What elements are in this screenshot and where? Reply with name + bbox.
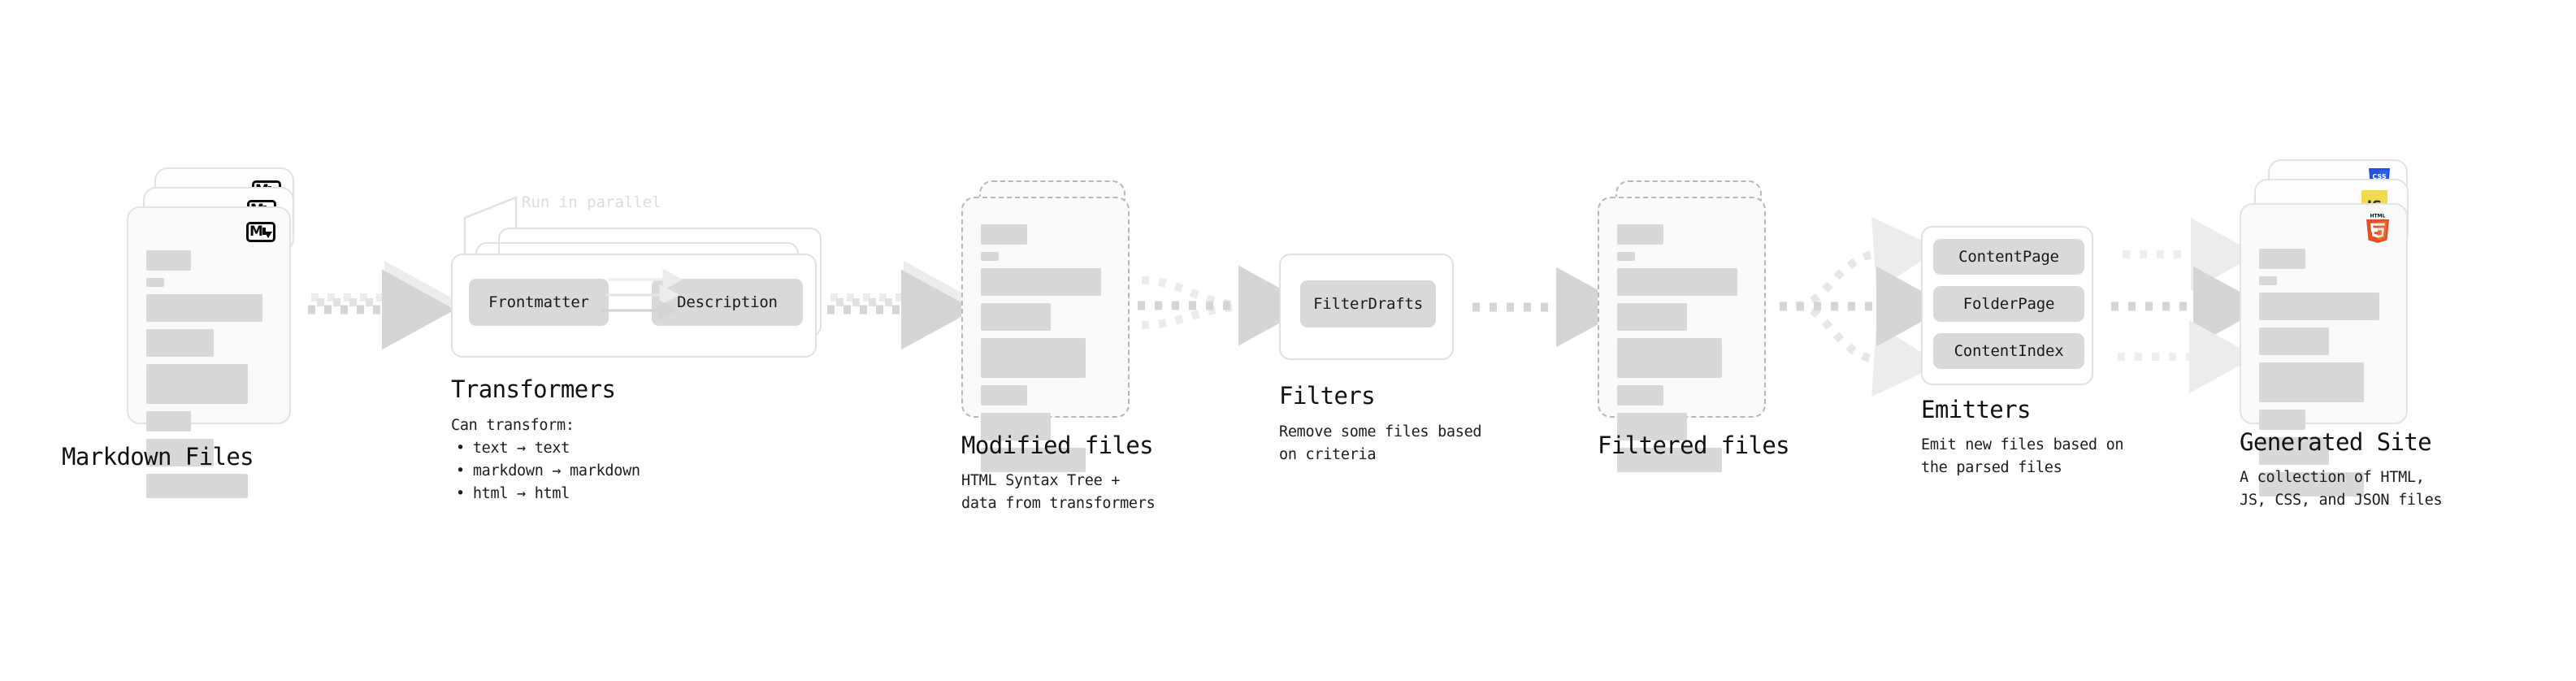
content-bar	[1617, 338, 1722, 378]
content-bar	[1617, 268, 1737, 296]
content-bar	[2259, 437, 2329, 465]
content-bar	[981, 303, 1051, 331]
content-bar	[146, 364, 248, 404]
stage-markdown-files: M M M	[127, 167, 297, 498]
generated-site-subtitle: A collection of HTML, JS, CSS, and JSON …	[2240, 469, 2443, 510]
transformer-bullet: markdown → markdown	[451, 460, 640, 483]
svg-text:CSS: CSS	[2372, 173, 2386, 180]
transformers-bullets: text → text markdown → markdown html → h…	[451, 437, 640, 505]
markdown-icon-arrow-stem	[262, 228, 266, 235]
content-bar	[146, 411, 192, 432]
content-bar	[981, 224, 1028, 245]
content-bar	[1617, 385, 1664, 406]
content-bar	[146, 439, 215, 466]
content-bar	[1617, 303, 1687, 331]
content-bar	[2259, 410, 2306, 430]
filters-subtitle: Remove some files based on criteria	[1279, 423, 1482, 464]
site-doc-front: HTML	[2240, 203, 2408, 497]
caption-filters: Filters	[1279, 382, 1376, 410]
connector-md-to-transformers	[308, 261, 457, 350]
content-bar	[1617, 224, 1664, 245]
doc-content-bars	[1617, 224, 1746, 479]
stage-generated-site: CSS JS HTML	[2240, 159, 2426, 497]
emitters-group: ContentPage FolderPage ContentIndex	[1921, 226, 2093, 385]
stage-modified-files	[961, 180, 1140, 472]
emitters-subtitle: Emit new files based on the parsed files	[1921, 436, 2124, 477]
connector-modified-to-filters	[1138, 265, 1312, 346]
svg-text:HTML: HTML	[2370, 214, 2386, 219]
caption-emitters: Emitters	[1921, 396, 2031, 423]
transformer-bullet: text → text	[451, 437, 640, 460]
content-bar	[2259, 362, 2364, 402]
content-bar	[981, 448, 1086, 472]
connector-transformers-to-modified	[827, 261, 976, 350]
transformer-group-front: Frontmatter Description	[451, 254, 817, 358]
markdown-icon-letter: M	[249, 223, 263, 240]
stage-filtered-files	[1598, 180, 1776, 472]
emitter-chip-folderpage[interactable]: FolderPage	[1933, 286, 2084, 322]
caption-generated-site: Generated Site	[2240, 428, 2432, 456]
doc-content-bars	[146, 250, 271, 505]
caption-transformers: Transformers	[451, 375, 616, 403]
emitter-chip-contentindex[interactable]: ContentIndex	[1933, 333, 2084, 369]
content-bar	[981, 413, 1051, 440]
content-bar	[1617, 448, 1722, 472]
markdown-icon-arrow	[263, 231, 272, 238]
content-bar	[981, 268, 1101, 296]
content-bar	[981, 385, 1028, 406]
caption-modified-files: Modified files	[961, 432, 1154, 459]
filters-group: FilterDrafts	[1279, 254, 1454, 360]
content-bar	[981, 338, 1086, 378]
markdown-doc-front: M	[127, 206, 291, 498]
content-bar	[146, 329, 215, 357]
run-in-parallel-label: Run in parallel	[522, 193, 661, 211]
filtered-doc-front	[1598, 197, 1766, 472]
content-bar	[146, 250, 192, 271]
content-bar	[2259, 293, 2379, 320]
content-bar	[146, 474, 248, 498]
content-bar	[146, 294, 263, 322]
transformer-chip-frontmatter[interactable]: Frontmatter	[469, 279, 609, 326]
transformer-bullet: html → html	[451, 483, 640, 505]
content-bar	[2259, 327, 2329, 355]
transformer-chip-description[interactable]: Description	[652, 279, 803, 326]
content-bar	[2259, 276, 2278, 285]
filter-chip-filterdrafts[interactable]: FilterDrafts	[1300, 280, 1436, 327]
doc-content-bars	[981, 224, 1110, 479]
content-bar	[2259, 472, 2364, 497]
content-bar	[1617, 413, 1687, 440]
caption-filtered-files: Filtered files	[1598, 432, 1790, 459]
connector-emitters-to-site	[2111, 218, 2266, 393]
connector-filtered-to-emitters	[1780, 216, 1949, 397]
doc-content-bars	[2259, 249, 2388, 504]
modified-files-subtitle: HTML Syntax Tree + data from transformer…	[961, 472, 1156, 513]
transformers-subtitle: Can transform:	[451, 417, 575, 434]
modified-doc-front	[961, 197, 1130, 472]
markdown-icon: M	[246, 222, 275, 242]
content-bar	[2259, 249, 2306, 269]
content-bar	[146, 278, 164, 287]
content-bar	[1617, 252, 1636, 261]
caption-markdown-files: Markdown Files	[62, 443, 254, 471]
emitter-chip-contentpage[interactable]: ContentPage	[1933, 239, 2084, 275]
html5-icon: HTML	[2366, 214, 2389, 243]
content-bar	[981, 252, 1000, 261]
